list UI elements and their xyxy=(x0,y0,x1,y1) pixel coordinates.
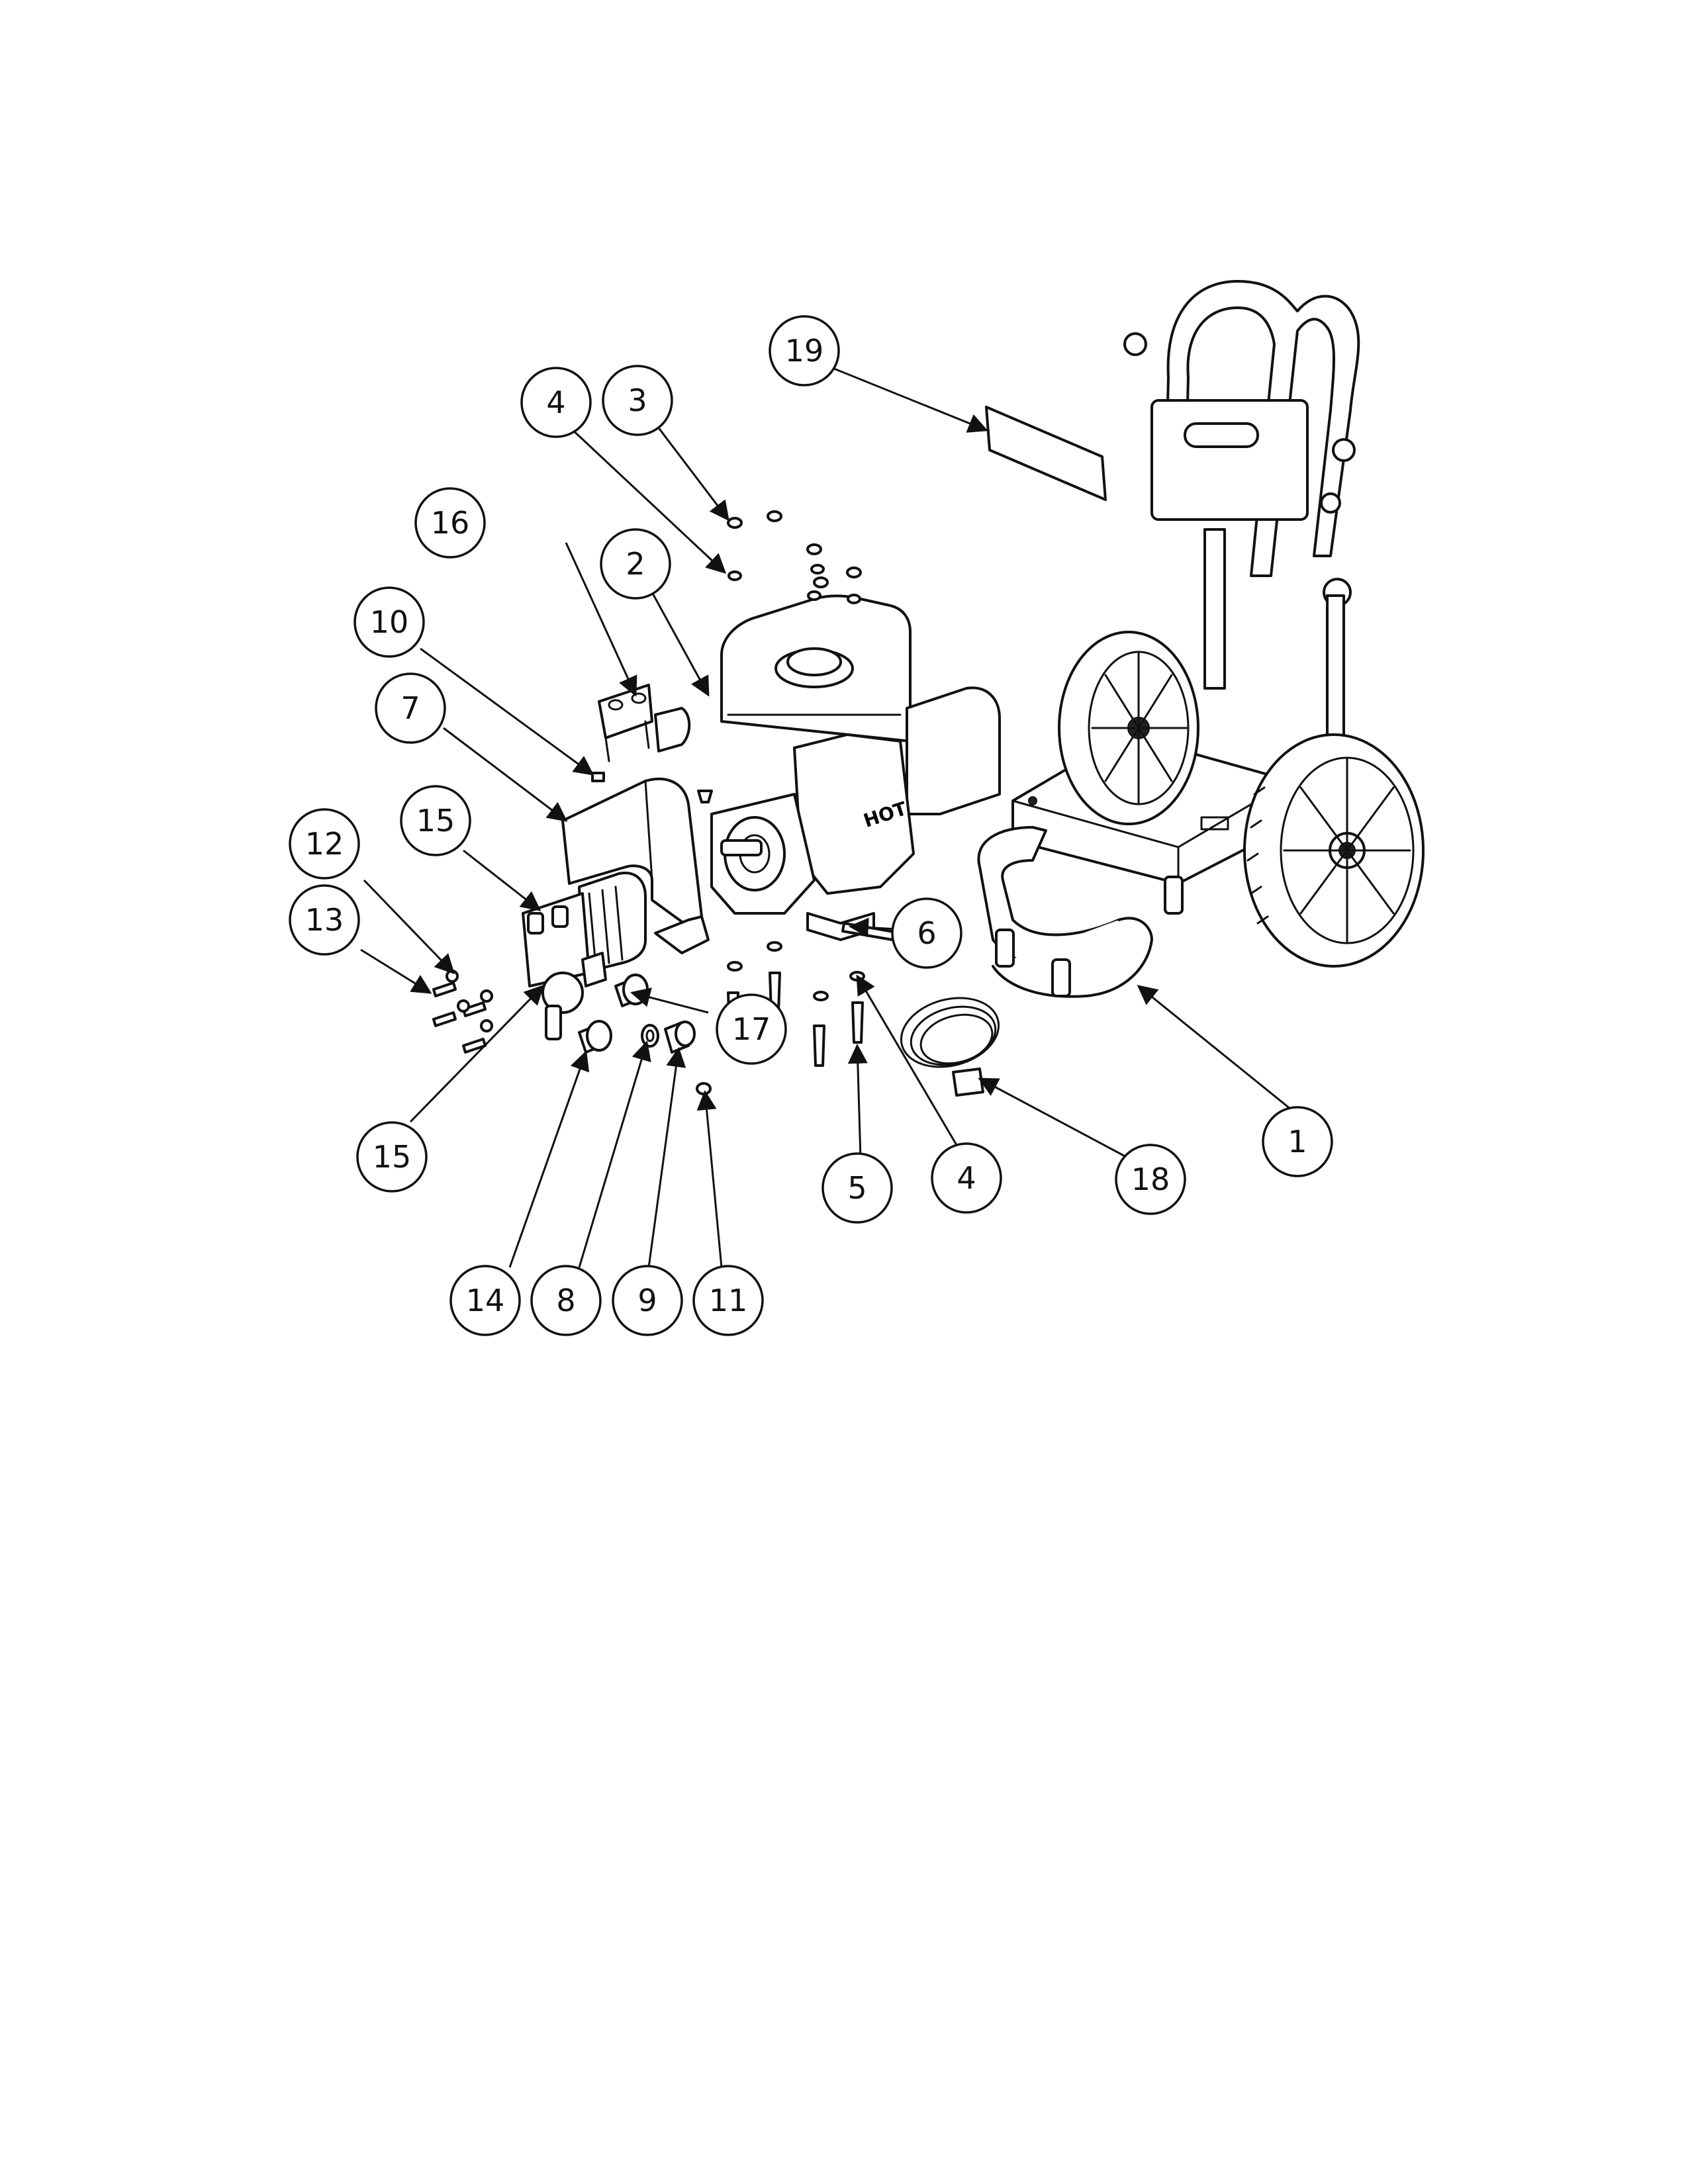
callout-2-label: 2 xyxy=(626,546,645,582)
lower-tube-frame xyxy=(977,826,1184,998)
callout-7-label: 7 xyxy=(400,690,420,726)
hose-18 xyxy=(900,997,1000,1097)
callout-8: 8 xyxy=(530,1265,602,1336)
pump-guard xyxy=(561,777,710,954)
callout-14-label: 14 xyxy=(466,1283,505,1318)
frame-handle xyxy=(1123,280,1360,749)
bracket-16 xyxy=(598,684,691,762)
callout-15-bottom: 15 xyxy=(356,1121,428,1193)
callout-14: 14 xyxy=(449,1265,521,1336)
decal-label-19 xyxy=(985,406,1107,501)
callout-6: 6 xyxy=(891,897,962,969)
callout-13: 13 xyxy=(289,884,360,956)
wheel-back xyxy=(1058,631,1199,825)
callout-4-top-label: 4 xyxy=(546,385,565,420)
callout-11: 11 xyxy=(692,1265,764,1336)
callout-1-label: 1 xyxy=(1288,1124,1307,1160)
nut-11 xyxy=(696,1082,712,1095)
callout-7: 7 xyxy=(375,672,446,744)
callout-15-bottom-label: 15 xyxy=(373,1139,412,1175)
callout-8-label: 8 xyxy=(556,1283,575,1318)
callout-18-label: 18 xyxy=(1131,1161,1170,1197)
callout-10: 10 xyxy=(353,586,425,658)
callout-4-bottom: 4 xyxy=(931,1142,1002,1214)
callout-15-top: 15 xyxy=(400,785,471,856)
coupler-9 xyxy=(664,1021,696,1054)
callout-17: 17 xyxy=(716,993,787,1065)
callout-18: 18 xyxy=(1115,1144,1186,1215)
callout-9-label: 9 xyxy=(637,1283,657,1318)
hardware-fasteners xyxy=(591,510,895,1067)
callout-15-top-label: 15 xyxy=(416,803,455,839)
callout-12: 12 xyxy=(289,808,360,880)
callout-4-top: 4 xyxy=(520,367,592,438)
engine: HOT xyxy=(710,594,1001,941)
callout-10-label: 10 xyxy=(370,604,409,640)
callout-11-label: 11 xyxy=(709,1283,748,1318)
callout-19-label: 19 xyxy=(785,333,824,369)
pump-assembly xyxy=(522,872,647,1040)
callout-5: 5 xyxy=(821,1152,893,1224)
callout-12-label: 12 xyxy=(305,826,344,862)
callout-5-label: 5 xyxy=(847,1170,867,1206)
oring-8 xyxy=(641,1024,659,1048)
callout-16: 16 xyxy=(414,487,486,559)
fitting-14 xyxy=(578,1020,612,1054)
nuts-top xyxy=(727,510,862,604)
callout-9: 9 xyxy=(612,1265,683,1336)
callout-3: 3 xyxy=(602,365,673,436)
callout-19: 19 xyxy=(769,315,840,387)
callout-4-bottom-label: 4 xyxy=(957,1160,976,1196)
callout-2: 2 xyxy=(600,528,671,600)
wheel-front xyxy=(1243,733,1425,968)
callout-17-label: 17 xyxy=(732,1011,771,1047)
pump-bolts xyxy=(432,970,493,1054)
callout-16-label: 16 xyxy=(431,505,470,541)
callout-1: 1 xyxy=(1262,1106,1333,1177)
callout-3-label: 3 xyxy=(628,383,647,418)
leader-lines xyxy=(360,366,1295,1268)
callout-6-label: 6 xyxy=(917,915,936,951)
fitting-17 xyxy=(614,974,649,1007)
callout-13-label: 13 xyxy=(305,902,344,938)
